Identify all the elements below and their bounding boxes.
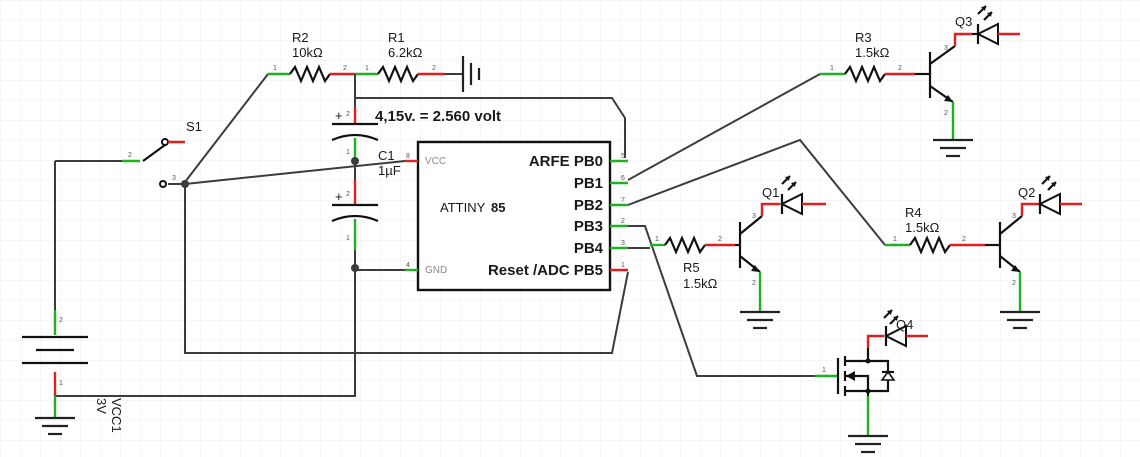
svg-text:2: 2 — [752, 280, 756, 287]
junction-dot-gnd — [351, 264, 359, 272]
svg-text:2: 2 — [621, 218, 625, 225]
svg-text:2: 2 — [59, 317, 63, 324]
ground-symbol-q1 — [740, 310, 780, 330]
vcc1-value: 3V — [94, 398, 109, 414]
svg-text:2: 2 — [346, 111, 350, 118]
ground-symbol-q3 — [933, 138, 973, 158]
svg-text:1: 1 — [893, 236, 897, 243]
s1-ref: S1 — [186, 119, 202, 134]
svg-text:7: 7 — [621, 197, 625, 204]
r3-value: 1.5kΩ — [855, 45, 890, 60]
svg-text:4: 4 — [406, 262, 410, 269]
capacitor-lower[interactable]: + 2 1 — [331, 180, 379, 250]
transistor-q1[interactable]: 3 2 — [735, 202, 780, 312]
vcc1-ref: VCC1 — [109, 398, 124, 433]
transistor-q2[interactable]: 3 2 — [985, 202, 1040, 312]
r2-ref: R2 — [292, 30, 309, 45]
led-q3[interactable] — [972, 5, 1020, 46]
svg-text:2: 2 — [432, 65, 436, 72]
r5-ref: R5 — [683, 260, 700, 275]
ground-symbol-battery — [35, 416, 75, 436]
svg-text:3: 3 — [752, 213, 756, 220]
svg-text:2: 2 — [343, 65, 347, 72]
r3-ref: R3 — [855, 30, 872, 45]
capacitor-c1-upper[interactable]: + 2 1 — [331, 107, 379, 161]
svg-text:3: 3 — [621, 240, 625, 247]
led-q1[interactable] — [779, 175, 826, 216]
svg-text:1: 1 — [655, 236, 659, 243]
ground-symbol-q4 — [848, 434, 888, 454]
svg-text:1: 1 — [59, 380, 63, 387]
r2-value: 10kΩ — [292, 45, 323, 60]
c1-ref: C1 — [378, 148, 395, 163]
svg-text:8: 8 — [406, 153, 410, 160]
resistor-r4[interactable]: 1 2 — [885, 235, 985, 255]
ground-symbol-r1 — [461, 56, 481, 92]
svg-text:5: 5 — [621, 153, 625, 160]
mosfet-q4[interactable]: 1 — [815, 334, 896, 436]
svg-text:2: 2 — [718, 236, 722, 243]
svg-text:+: + — [335, 189, 343, 204]
chip-name-suffix: 85 — [491, 200, 505, 215]
switch-s1[interactable]: 2 3 — [122, 138, 185, 188]
resistor-r3[interactable]: 1 2 — [820, 64, 915, 84]
svg-text:1: 1 — [346, 235, 350, 242]
wires — [54, 73, 886, 397]
svg-text:2: 2 — [346, 191, 350, 198]
svg-text:1: 1 — [830, 65, 834, 72]
r4-ref: R4 — [905, 205, 922, 220]
q2-ref: Q2 — [1018, 185, 1035, 200]
voltage-annotation: 4,15v. = 2.560 volt — [375, 108, 501, 125]
junction-dot-switch — [181, 180, 189, 188]
chip-pin-pb5: Reset /ADC PB5 — [488, 262, 603, 279]
r1-ref: R1 — [388, 30, 405, 45]
svg-text:3: 3 — [944, 45, 948, 52]
svg-text:2: 2 — [962, 236, 966, 243]
svg-text:1: 1 — [346, 149, 350, 156]
resistor-r5[interactable]: 1 2 — [650, 235, 735, 255]
chip-pin-pb0: ARFE PB0 — [529, 153, 603, 170]
svg-text:2: 2 — [128, 152, 132, 159]
junction-dot-c1 — [351, 157, 359, 165]
svg-text:3: 3 — [172, 175, 176, 182]
svg-text:2: 2 — [898, 65, 902, 72]
chip-gnd-label: GND — [425, 265, 447, 276]
r1-value: 6.2kΩ — [388, 45, 423, 60]
c1-value: 1µF — [378, 163, 401, 178]
q3-ref: Q3 — [955, 14, 972, 29]
chip-name: ATTINY — [440, 200, 486, 215]
r4-value: 1.5kΩ — [905, 220, 940, 235]
q1-ref: Q1 — [762, 185, 779, 200]
chip-pin-pb4: PB4 — [574, 240, 604, 257]
battery-vcc1[interactable]: 2 1 — [22, 310, 88, 418]
chip-pin-pb1: PB1 — [574, 175, 603, 192]
transistor-q3[interactable]: 3 2 — [915, 32, 972, 140]
svg-text:6: 6 — [621, 175, 625, 182]
svg-text:1: 1 — [822, 367, 826, 374]
ground-symbol-q2 — [1000, 310, 1040, 330]
resistor-r1[interactable]: 1 2 — [355, 64, 445, 84]
svg-text:2: 2 — [1012, 280, 1016, 287]
led-q4[interactable] — [883, 309, 928, 348]
svg-text:3: 3 — [1012, 213, 1016, 220]
r5-value: 1.5kΩ — [683, 276, 718, 291]
chip-vcc-label: VCC — [425, 156, 446, 167]
led-q2[interactable] — [1037, 175, 1082, 216]
chip-pin-pb3: PB3 — [574, 218, 603, 235]
chip-pin-pb2: PB2 — [574, 197, 603, 214]
attiny85-chip[interactable]: 8 4 5 6 7 2 3 1 — [405, 140, 628, 292]
q4-ref: Q4 — [896, 317, 913, 332]
svg-text:+: + — [335, 108, 343, 123]
resistor-r2[interactable]: 1 2 — [268, 64, 355, 84]
svg-text:1: 1 — [621, 262, 625, 269]
svg-text:1: 1 — [273, 65, 277, 72]
svg-text:2: 2 — [944, 110, 948, 117]
svg-text:1: 1 — [365, 65, 369, 72]
